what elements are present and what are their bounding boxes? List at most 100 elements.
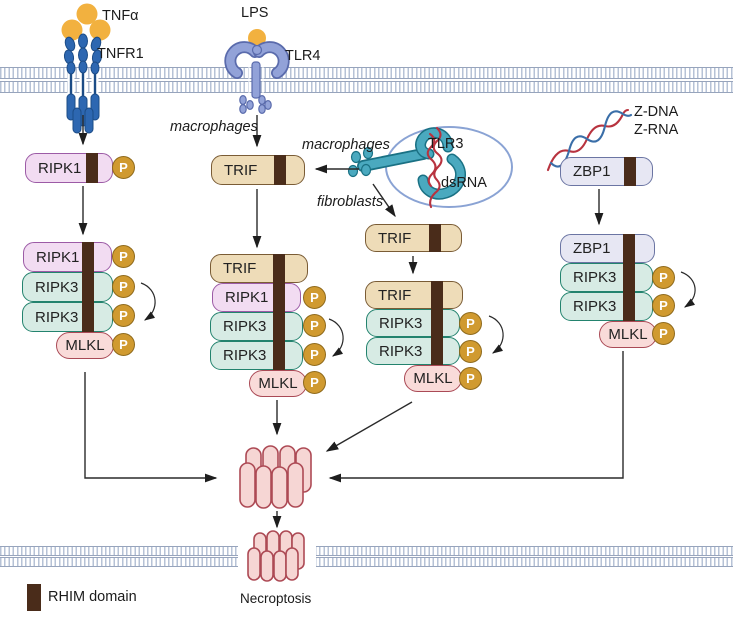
protein-box-mlkl: MLKL [404,365,462,392]
label-zdna: Z-DNA [634,104,679,120]
label-necroptosis: Necroptosis [240,591,312,606]
label-macrophages-tlr4: macrophages [170,119,258,135]
phosphate-badge: P [459,340,482,363]
phosphate-badge: P [112,245,135,268]
lps-ligand-icon [248,29,266,47]
protein-label: TRIF [223,260,257,277]
membrane-leaflet [0,546,733,556]
mlkl-oligomer-icon [239,445,312,509]
legend-rhim-label: RHIM domain [48,589,137,605]
protein-box-ripk3: RIPK3 [366,337,460,365]
tlr4-receptor-icon [224,29,290,114]
tnfa-ligand-icon [61,3,111,41]
label-lps: LPS [241,5,269,21]
membrane-leaflet [0,557,733,567]
protein-label: RIPK3 [35,308,79,326]
plasma-membrane [0,67,733,93]
protein-label: TRIF [224,161,258,179]
phosphate-badge: P [303,286,326,309]
rhim-domain-stripe [273,312,285,341]
protein-label: RIPK3 [223,347,267,364]
protein-box-mlkl: MLKL [599,321,657,348]
membrane-leaflet [0,81,733,93]
protein-label: RIPK1 [225,289,269,306]
rhim-domain-stripe [82,302,94,332]
rhim-domain-stripe [273,341,285,370]
phosphate-badge: P [652,294,675,317]
protein-box-ripk1-initial: RIPK1 [25,153,113,183]
membrane-leaflet [0,67,733,79]
protein-label: RIPK3 [573,298,617,315]
protein-box-ripk3: RIPK3 [560,292,653,321]
tlr3-receptor-icon [347,127,466,200]
protein-box-ripk3: RIPK3 [22,302,113,332]
phosphate-badge: P [112,333,135,356]
protein-label: RIPK3 [379,314,423,332]
phosphate-badge: P [112,156,135,179]
protein-box-mlkl: MLKL [56,332,114,359]
label-macrophages-tlr3: macrophages [302,137,390,153]
protein-label: ZBP1 [573,240,611,257]
rhim-domain-stripe [623,292,635,321]
phosphate-badge: P [303,343,326,366]
protein-box-trif-initial-macrophages: TRIF [211,155,305,185]
rhim-domain-stripe [624,157,636,186]
rhim-domain-swatch [27,584,41,611]
label-fibroblasts: fibroblasts [317,194,384,210]
protein-label: ZBP1 [573,163,611,180]
protein-label: MLKL [413,370,453,387]
protein-box-ripk1: RIPK1 [212,283,301,312]
label-zrna: Z-RNA [634,122,679,138]
protein-box-zbp1-initial: ZBP1 [560,157,653,186]
label-tlr4: TLR4 [285,48,321,64]
protein-box-mlkl: MLKL [249,370,307,397]
protein-label: RIPK3 [573,269,617,286]
protein-box-ripk3: RIPK3 [210,341,303,370]
rhim-domain-stripe [273,283,285,312]
protein-box-trif-initial-fibroblasts: TRIF [365,224,462,252]
plasma-membrane-bottom [0,546,733,567]
arrow-complex3-to-oligomer [325,401,413,452]
protein-label: RIPK1 [36,248,80,266]
protein-label: RIPK1 [38,159,82,177]
protein-box-trif: TRIF [210,254,308,283]
tnfr1-receptor-icon [63,33,103,134]
phosphorylation-cycle-arrows [140,271,696,357]
protein-label: MLKL [65,337,105,354]
protein-label: TRIF [378,229,412,247]
arrow-complex4-to-oligomer [328,351,624,483]
protein-label: RIPK3 [223,318,267,335]
protein-label: RIPK3 [35,278,79,296]
rhim-domain-stripe [82,242,94,272]
phosphate-badge: P [459,312,482,335]
protein-box-ripk1: RIPK1 [23,242,112,272]
protein-box-ripk3: RIPK3 [22,272,113,302]
rhim-domain-stripe [431,337,443,365]
label-tlr3: TLR3 [428,136,464,152]
pathway-arrows [78,115,624,529]
protein-label: MLKL [608,326,648,343]
rhim-domain-stripe [86,153,98,183]
arrow-complex1-to-oligomer [84,372,218,483]
protein-box-ripk3: RIPK3 [560,263,653,292]
rhim-domain-stripe [431,309,443,337]
phosphate-badge: P [652,322,675,345]
rhim-domain-stripe [431,281,443,309]
protein-label: RIPK3 [379,342,423,360]
phosphate-badge: P [459,367,482,390]
label-tnfa: TNFα [102,8,139,24]
protein-box-ripk3: RIPK3 [210,312,303,341]
label-dsrna: dsRNA [441,175,487,191]
rhim-domain-stripe [274,155,286,185]
protein-label: MLKL [258,375,298,392]
protein-box-ripk3: RIPK3 [366,309,460,337]
mlkl-pore-icon [238,530,316,582]
rhim-domain-stripe [429,224,441,252]
rhim-domain-stripe [623,234,635,263]
z-nucleic-acid-icon [546,108,633,172]
protein-box-trif: TRIF [365,281,463,309]
phosphate-badge: P [303,371,326,394]
rhim-domain-stripe [82,272,94,302]
protein-label: TRIF [378,286,412,304]
